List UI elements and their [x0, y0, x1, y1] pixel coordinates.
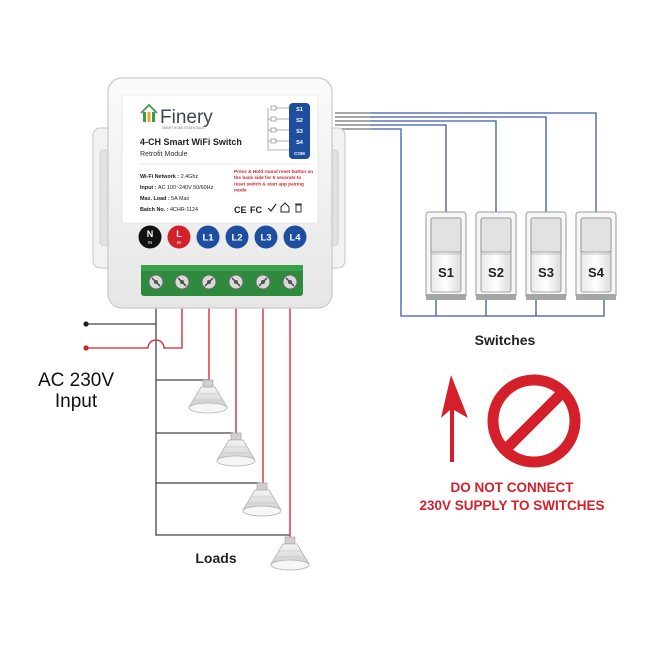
live-input-dot: [83, 345, 89, 351]
bin-icon: [295, 203, 302, 213]
input-label-line2: Input: [55, 391, 98, 412]
loads: [188, 379, 310, 571]
terminal-badge-n: [138, 225, 162, 249]
terminal-label: L: [176, 229, 182, 239]
spec-line: Input : AC 100~240V 50/60Hz: [140, 185, 214, 191]
spec-value: 5A Max: [171, 196, 189, 202]
house-icon: [280, 202, 290, 213]
module-subtitle: Retrofit Module: [140, 151, 188, 158]
prohibited-icon: [487, 374, 581, 468]
spec-label: Input :: [140, 185, 158, 191]
load-bulb-icon: [242, 482, 282, 517]
terminal-badge-l1: [196, 225, 220, 249]
load-bulb-icon: [188, 379, 228, 414]
input-label-line1: AC 230V: [38, 370, 114, 391]
spec-value: 2.4Ghz: [181, 174, 199, 180]
switch-s4: S4: [575, 211, 617, 300]
switch-label: S3: [538, 265, 554, 280]
brand-tagline: SMART HOME ESSENTIALS: [162, 126, 204, 130]
port-badge: [289, 103, 310, 159]
terminal-label: N: [147, 229, 154, 239]
spec-label: Wi-Fi Network :: [140, 174, 181, 180]
load-bulb-icon: [216, 432, 256, 467]
terminal-label: L4: [289, 233, 301, 244]
switch-cable: [335, 112, 370, 130]
wires: [86, 112, 605, 540]
switch-module: Finery SMART HOME ESSENTIALS 4-CH Smart …: [92, 77, 346, 309]
spec-label: Batch No. :: [140, 207, 170, 213]
neutral-bus: [155, 324, 290, 536]
port-label-s1: S1: [296, 107, 303, 113]
terminal-badge-l: [167, 225, 191, 249]
spec-value: 4CHR-1124: [170, 207, 198, 213]
terminal-label: L1: [202, 233, 214, 244]
switches: S1 S2 S3 S4: [425, 211, 617, 300]
cert-marks: CE FC: [234, 202, 302, 215]
spec-line: Batch No. : 4CHR-1124: [140, 207, 198, 213]
finery-logo: [140, 103, 158, 122]
neutral-input-dot: [83, 321, 89, 327]
switch-s3: S3: [525, 211, 567, 300]
terminal-badge-l2: [225, 225, 249, 249]
switch-wires: [370, 112, 605, 317]
load-bulb-icon: [270, 536, 310, 571]
switch-label: S1: [438, 265, 454, 280]
live-wire: [86, 282, 183, 349]
switch-s1: S1: [425, 211, 467, 300]
warning-line1: DO NOT CONNECT: [451, 480, 575, 495]
terminal-badge-l4: [283, 225, 307, 249]
up-arrow-icon: [441, 375, 468, 462]
terminal-badge-l3: [254, 225, 278, 249]
check-icon: [267, 203, 277, 212]
fcc-mark: FC: [250, 205, 262, 215]
terminal-sublabel: IN: [148, 240, 152, 245]
switch-s2: S2: [475, 211, 517, 300]
loads-caption: Loads: [195, 550, 236, 566]
port-label-s4: S4: [296, 140, 304, 146]
terminal-label: L2: [231, 233, 242, 244]
terminal-sublabel: IN: [177, 240, 181, 245]
switch-label: S2: [488, 265, 504, 280]
warning: DO NOT CONNECT 230V SUPPLY TO SWITCHES: [419, 374, 605, 513]
port-label-s2: S2: [296, 118, 303, 124]
terminal-screws: [148, 274, 298, 290]
warning-line2: 230V SUPPLY TO SWITCHES: [419, 498, 604, 513]
switch-label: S4: [588, 265, 605, 280]
ce-mark: CE: [234, 205, 247, 215]
port-label-s3: S3: [296, 129, 303, 135]
brand-name: Finery: [160, 107, 213, 128]
terminal-label: L3: [260, 233, 271, 244]
module-label: [121, 94, 319, 224]
port-label-com: COM: [294, 151, 305, 156]
spec-line: Wi-Fi Network : 2.4Ghz: [140, 174, 198, 180]
spec-line: Max. Load : 5A Max: [140, 196, 189, 202]
spec-label: Max. Load :: [140, 196, 171, 202]
spec-value: AC 100~240V 50/60Hz: [158, 185, 214, 191]
switches-caption: Switches: [475, 332, 536, 348]
module-title: 4-CH Smart WiFi Switch: [140, 137, 242, 147]
